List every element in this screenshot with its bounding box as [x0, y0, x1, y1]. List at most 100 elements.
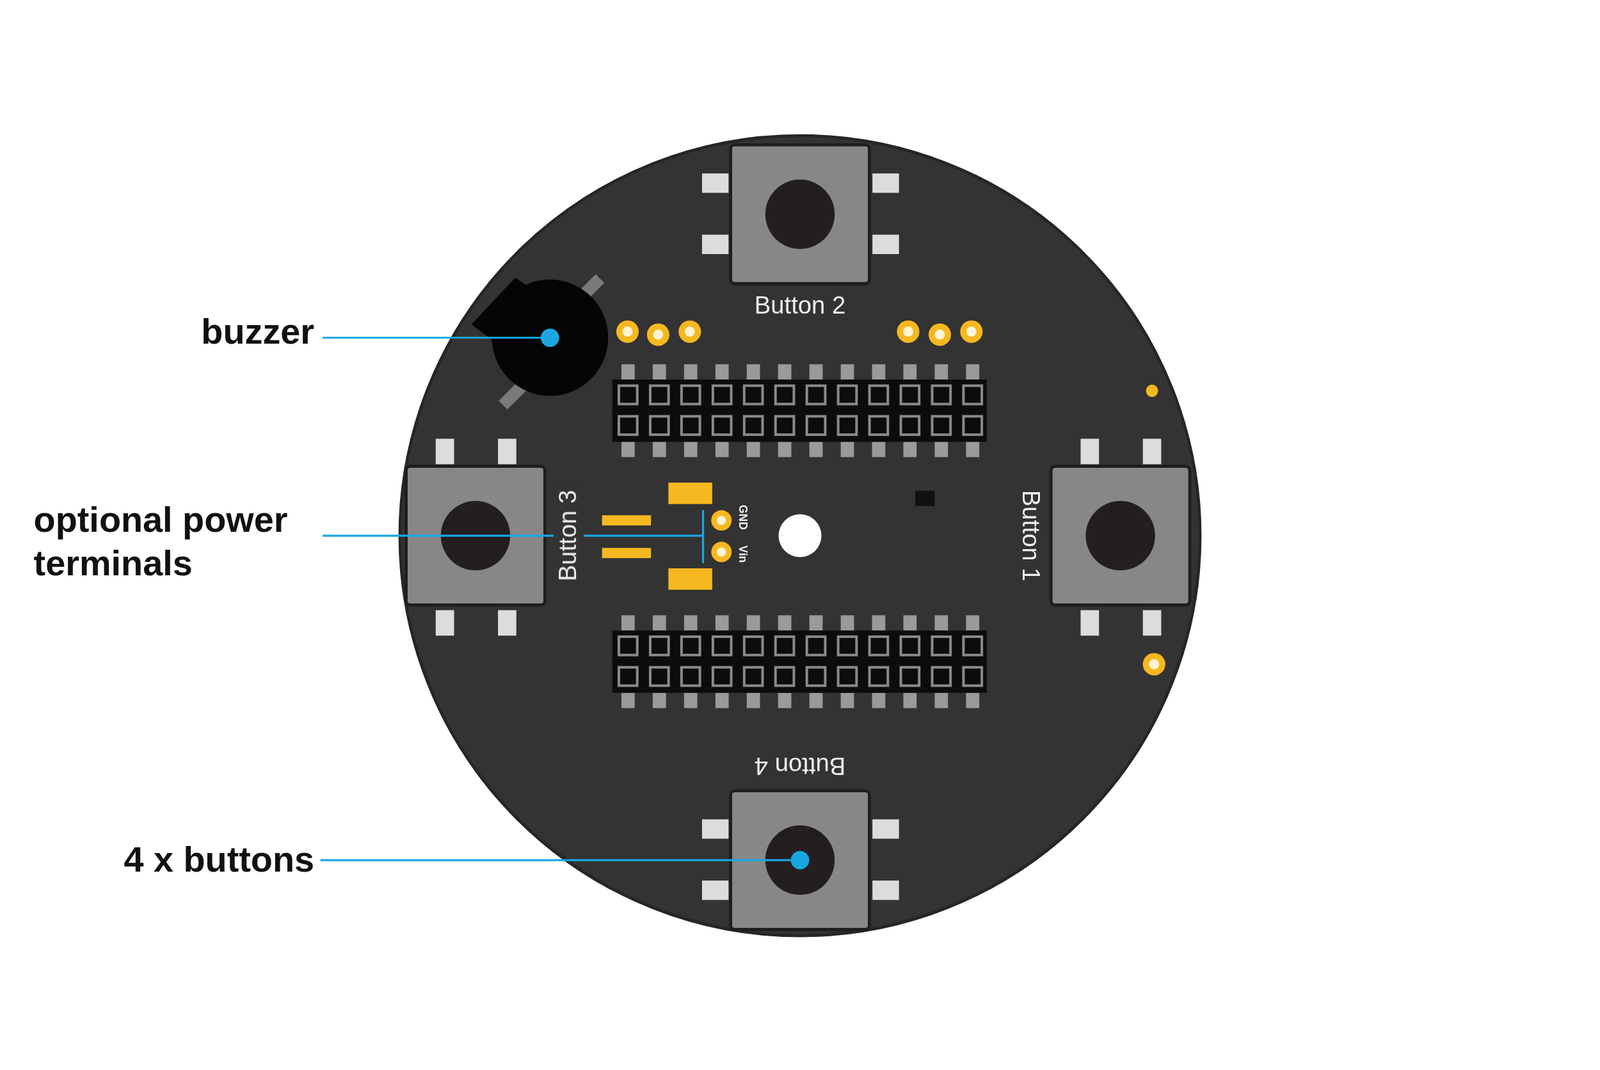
pad-hole	[966, 326, 977, 337]
gold-pad	[711, 510, 732, 531]
socket-hole	[775, 667, 795, 687]
callout-label: buzzer	[200, 310, 315, 354]
socket-hole	[963, 667, 982, 687]
button-cap	[765, 179, 835, 249]
button-cap	[1085, 501, 1155, 571]
socket-hole	[869, 385, 889, 405]
socket-hole	[869, 667, 889, 687]
header-pin	[684, 364, 698, 380]
header-pin	[746, 441, 761, 457]
solder-pad	[702, 173, 729, 193]
socket-hole	[650, 416, 669, 436]
socket-hole	[681, 416, 701, 436]
socket-hole	[838, 416, 857, 436]
header-socket	[612, 379, 987, 442]
header-pin	[965, 364, 980, 380]
socket-hole	[775, 385, 795, 405]
header-pin	[872, 615, 886, 631]
button-body	[730, 144, 870, 284]
push-button	[406, 439, 546, 637]
header-pin	[684, 693, 698, 709]
header-pin	[684, 615, 698, 631]
socket-hole	[712, 416, 732, 436]
socket-hole	[650, 385, 669, 405]
buzzer-part	[471, 273, 609, 409]
header-pin	[778, 364, 792, 380]
socket-hole	[744, 636, 763, 656]
solder-pad	[497, 439, 517, 465]
button-body	[1050, 466, 1190, 606]
header-pin	[778, 693, 792, 709]
leader-bracket	[702, 510, 704, 564]
pad-hole	[652, 329, 664, 340]
socket-hole	[681, 667, 701, 687]
socket-hole	[618, 667, 638, 687]
socket-hole	[869, 416, 889, 436]
pad-hole	[684, 326, 696, 337]
header-pin	[840, 615, 855, 631]
header-pin	[684, 441, 698, 457]
leader-line	[320, 858, 800, 861]
pad-hole	[903, 326, 914, 337]
socket-hole	[963, 416, 982, 436]
socket-hole	[650, 667, 669, 687]
header-pin	[872, 364, 886, 380]
socket-hole	[838, 636, 857, 656]
socket-hole	[807, 385, 826, 405]
header-pin	[934, 441, 948, 457]
gold-pad	[1143, 652, 1166, 676]
header-pin	[715, 615, 729, 631]
gold-pad	[711, 542, 732, 563]
header-pin	[903, 441, 918, 457]
header-pin	[872, 441, 886, 457]
solder-pad	[702, 234, 729, 255]
header-pin	[746, 693, 761, 709]
header-pin	[965, 441, 980, 457]
pad-hole	[622, 326, 633, 337]
socket-hole	[744, 416, 763, 436]
callout-label: optional power terminals	[33, 496, 330, 585]
socket-hole	[901, 667, 920, 687]
header-pin	[903, 615, 918, 631]
socket-hole	[681, 385, 701, 405]
gold-pad	[647, 323, 670, 346]
socket-hole	[963, 385, 982, 405]
socket-hole	[838, 667, 857, 687]
socket-hole	[838, 385, 857, 405]
socket-hole	[931, 385, 951, 405]
header-pin	[840, 441, 855, 457]
header-pin	[809, 364, 824, 380]
push-button	[1050, 439, 1190, 637]
leader-dot	[791, 851, 810, 870]
header-pin	[652, 441, 667, 457]
gold-pad	[928, 323, 952, 346]
header-pin	[840, 364, 855, 380]
header-pin	[934, 693, 948, 709]
solder-pad	[872, 819, 899, 839]
header-pin	[809, 693, 824, 709]
header-pin	[934, 615, 948, 631]
gold-pad	[960, 320, 983, 344]
socket-hole	[901, 636, 920, 656]
pin-name: Vin	[736, 545, 750, 563]
socket-hole	[712, 636, 732, 656]
button-label: Button 4	[754, 750, 847, 781]
header-pin	[652, 364, 667, 380]
pin-header	[612, 615, 987, 708]
socket-hole	[712, 385, 732, 405]
button-label: Button 3	[553, 485, 584, 585]
header-pin	[778, 441, 792, 457]
smd-pad	[668, 482, 713, 504]
push-button	[702, 144, 900, 284]
smd-pad	[602, 515, 652, 526]
socket-hole	[807, 667, 826, 687]
callout-label: 4 x buttons	[123, 837, 315, 881]
solder-pad	[435, 439, 455, 465]
header-pin	[903, 693, 918, 709]
pad-hole	[716, 547, 726, 557]
solder-pad	[435, 609, 455, 636]
socket-hole	[807, 416, 826, 436]
socket-hole	[901, 416, 920, 436]
